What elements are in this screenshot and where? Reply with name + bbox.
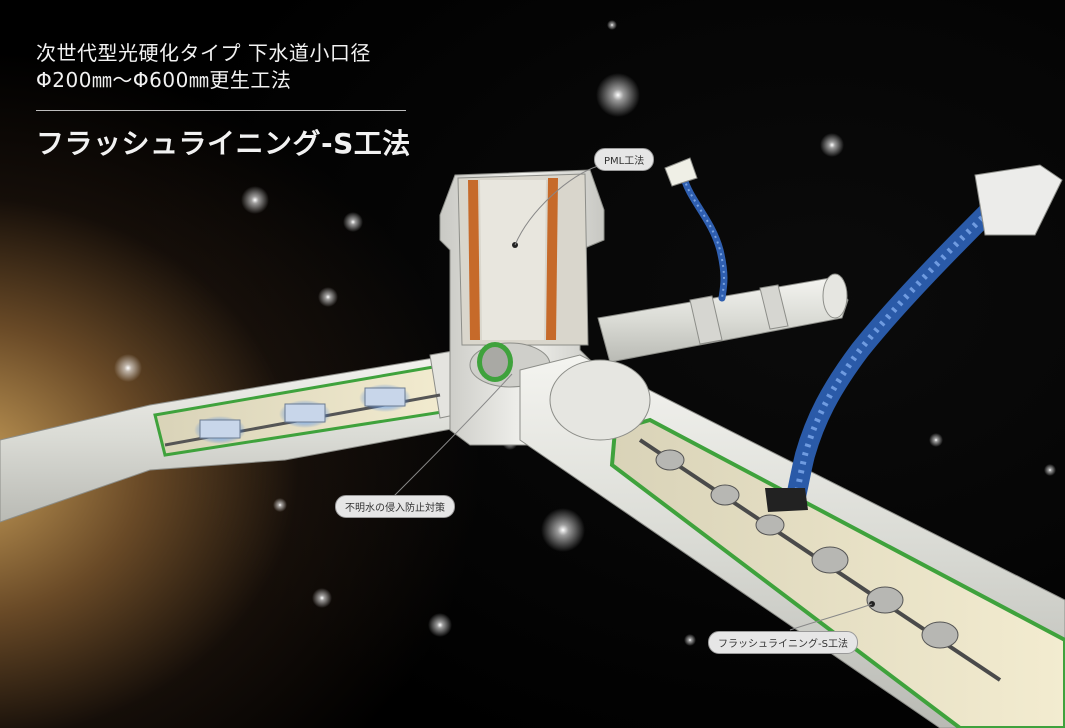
page-title: フラッシュライニング-S工法 <box>36 127 411 160</box>
subtitle-line1: 次世代型光硬化タイプ 下水道小口径 <box>36 41 371 65</box>
front-right-pipe <box>519 354 1065 728</box>
subtitle-line2: Φ200㎜～Φ600㎜更生工法 <box>36 68 292 92</box>
hose-icon <box>765 164 1063 512</box>
star-icon <box>684 634 696 646</box>
star-icon <box>241 186 269 214</box>
header-divider <box>36 110 406 111</box>
star-icon <box>312 588 332 608</box>
star-icon <box>541 508 585 552</box>
star-icon <box>596 73 640 117</box>
callout-leaders <box>391 165 873 631</box>
robot-icon <box>655 449 959 649</box>
star-icon <box>1044 464 1056 476</box>
star-icon <box>820 133 844 157</box>
callout-pml: PML工法 <box>594 148 655 171</box>
star-icon <box>607 20 617 30</box>
header: 次世代型光硬化タイプ 下水道小口径 Φ200㎜～Φ600㎜更生工法 フラッシュラ… <box>36 40 410 160</box>
star-icon <box>273 498 287 512</box>
robot-icon <box>194 384 411 444</box>
hose-icon <box>664 157 728 302</box>
upper-right-pipe <box>597 273 849 363</box>
callout-flash-lining: フラッシュライニング-S工法 <box>708 631 858 654</box>
star-icon <box>114 354 142 382</box>
star-icon <box>929 433 943 447</box>
star-icon <box>343 212 363 232</box>
star-icon <box>318 287 338 307</box>
callout-infiltration: 不明水の侵入防止対策 <box>335 495 455 518</box>
star-icon <box>428 613 452 637</box>
